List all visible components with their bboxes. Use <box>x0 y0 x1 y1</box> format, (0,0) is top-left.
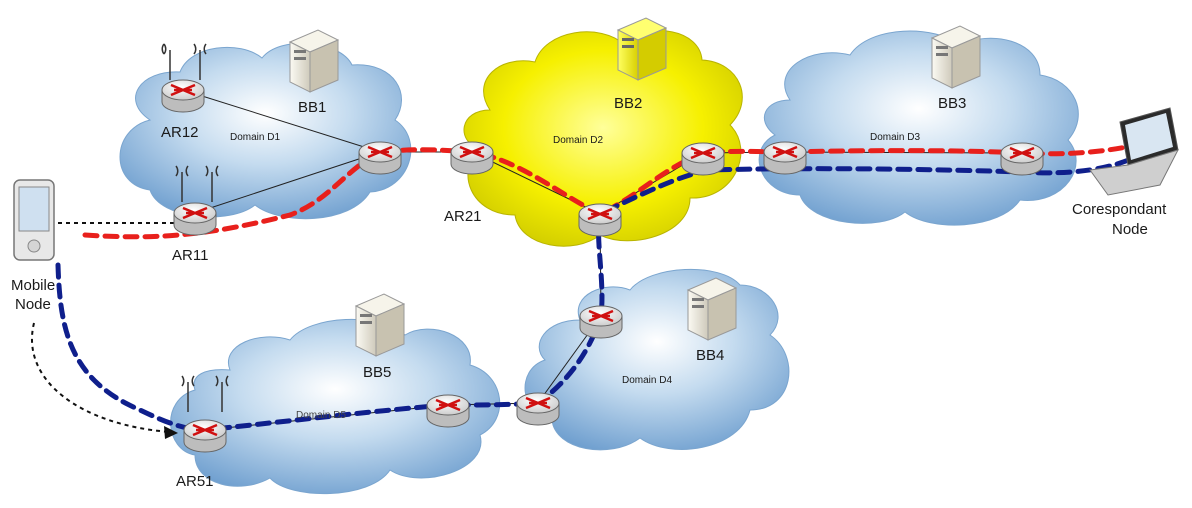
cloud-domain-d3 <box>758 30 1079 226</box>
domain-d5-label: Domain D5 <box>296 410 346 421</box>
router-d3-ingress-icon <box>763 141 807 175</box>
domain-d2-label: Domain D2 <box>553 135 603 146</box>
domain-d3-label: Domain D3 <box>870 132 920 143</box>
ar21-label: AR21 <box>444 208 482 225</box>
new-path-blue <box>55 152 1143 433</box>
router-ar11-icon <box>173 202 217 236</box>
server-bb1 <box>288 29 340 93</box>
domain-d1-label: Domain D1 <box>230 132 280 143</box>
router-d3-egress-icon <box>1000 142 1044 176</box>
server-bb3-label: BB3 <box>938 95 966 112</box>
router-d1-edge-icon <box>358 141 402 175</box>
correspondent-node-laptop-icon <box>1089 107 1179 196</box>
ar12-label: AR12 <box>161 124 199 141</box>
server-bb4-label: BB4 <box>696 347 724 364</box>
cloud-domain-d4 <box>524 269 790 451</box>
router-ar51-icon <box>183 419 227 453</box>
ar51-label: AR51 <box>176 473 214 490</box>
server-bb5-label: BB5 <box>363 364 391 381</box>
mobile-node-label-line2: Node <box>15 296 51 313</box>
server-bb5 <box>354 293 406 357</box>
cloud-domain-d2 <box>463 30 743 247</box>
correspondent-node-label-line2: Node <box>1112 221 1148 238</box>
mobile-node-label-line1: Mobile <box>11 277 55 294</box>
mobile-node-device-icon <box>13 179 55 261</box>
domain-d4-label: Domain D4 <box>622 375 672 386</box>
server-bb3 <box>930 25 982 89</box>
router-d4-edge-icon <box>516 392 560 426</box>
router-d2-core-icon <box>578 203 622 237</box>
antenna-icon <box>161 43 229 412</box>
router-d5-edge-icon <box>426 394 470 428</box>
handover-arrowhead <box>164 426 178 439</box>
server-bb1-label: BB1 <box>298 99 326 116</box>
handover-arrow <box>31 322 171 433</box>
router-ar12-icon <box>161 79 205 113</box>
router-ar21-icon <box>450 141 494 175</box>
router-d2-edge-icon <box>681 142 725 176</box>
router-d4-top-icon <box>579 305 623 339</box>
correspondent-node-label-line1: Corespondant <box>1072 201 1167 218</box>
server-bb2-label: BB2 <box>614 95 642 112</box>
server-bb4 <box>686 277 738 341</box>
ar11-label: AR11 <box>172 247 208 264</box>
server-bb2 <box>616 17 668 81</box>
cloud-domain-d5 <box>170 319 501 495</box>
